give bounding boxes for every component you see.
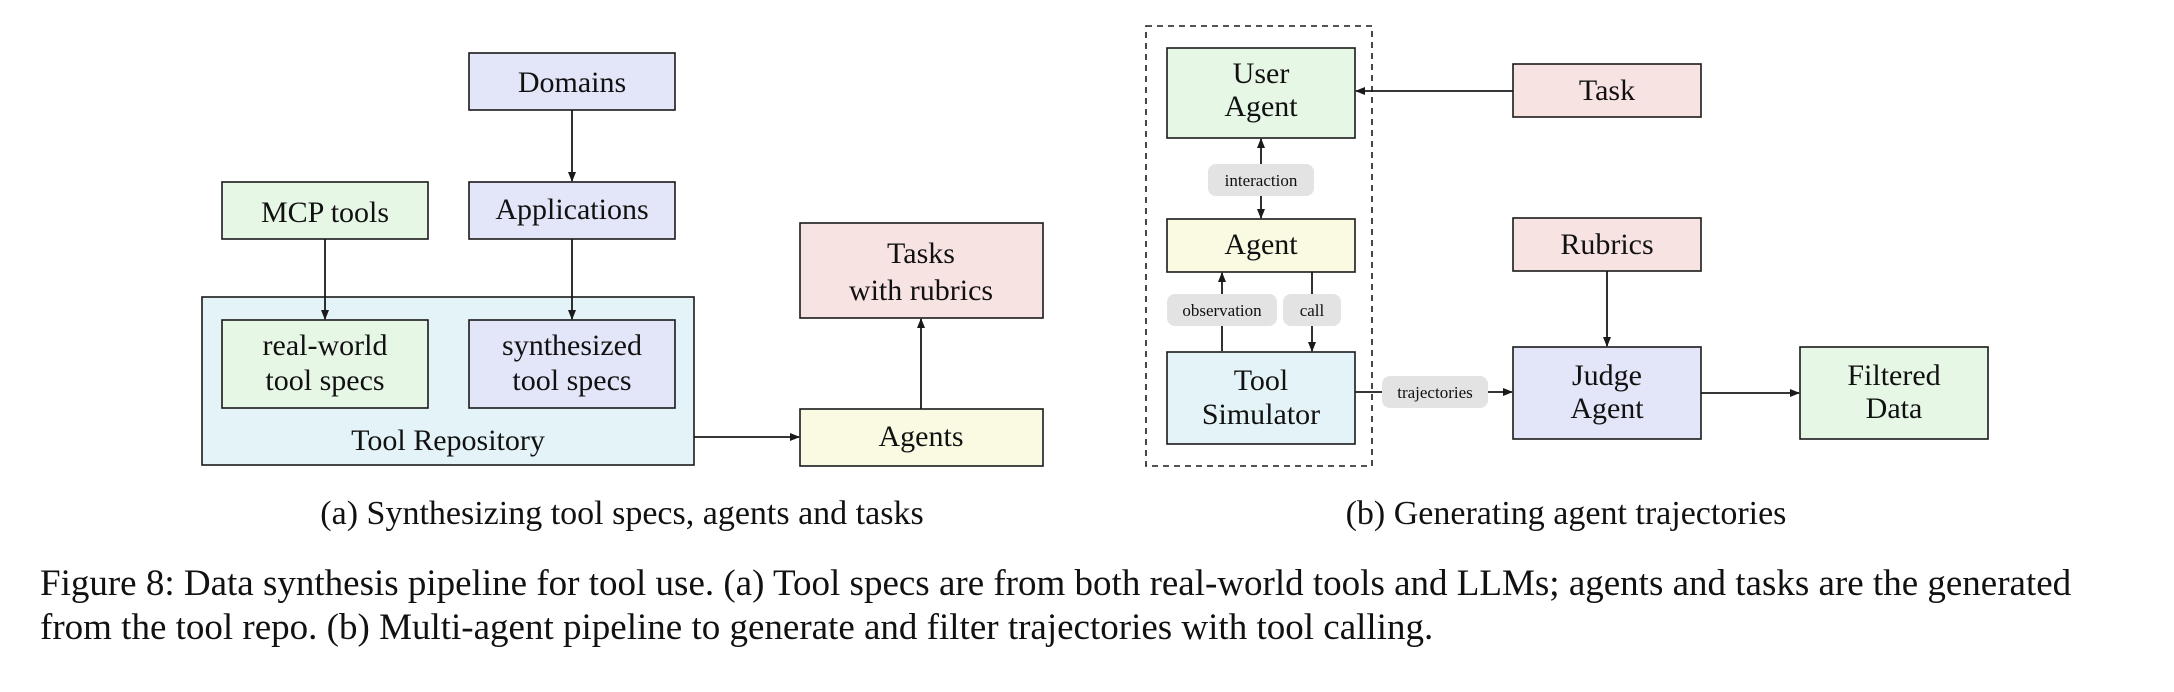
agent-box [1166, 218, 1356, 273]
interaction-label: interaction [1225, 171, 1298, 190]
agents-label: Agents [879, 420, 964, 453]
panel-a: Tool Repository Domains Applications MCP… [201, 52, 1044, 532]
real-world-specs-box [221, 319, 429, 409]
filtered-data-line2: Data [1866, 392, 1923, 425]
filtered-data-line1: Filtered [1847, 359, 1940, 392]
tasks-rubrics-line1: Tasks [887, 237, 955, 270]
trajectories-label: trajectories [1397, 383, 1473, 402]
trajectories-label-pill [1382, 376, 1488, 408]
rubrics-label: Rubrics [1560, 228, 1653, 261]
domains-box [468, 52, 676, 111]
synthesized-specs-box [468, 319, 676, 409]
call-label: call [1300, 301, 1325, 320]
panel-b-caption: (b) Generating agent trajectories [1346, 495, 1787, 532]
panel-a-caption: (a) Synthesizing tool specs, agents and … [320, 495, 923, 532]
figure-caption: Figure 8: Data synthesis pipeline for to… [40, 563, 2072, 648]
domains-label: Domains [518, 66, 626, 99]
observation-label: observation [1182, 301, 1262, 320]
synthesized-specs-line2: tool specs [512, 364, 631, 397]
task-box [1512, 63, 1702, 118]
pipeline-diagram: Tool Repository Domains Applications MCP… [201, 25, 1989, 532]
judge-agent-box [1512, 346, 1702, 440]
applications-label: Applications [495, 193, 648, 226]
interaction-label-pill [1208, 164, 1314, 196]
simulation-group-boundary [1145, 25, 1373, 467]
agent-label: Agent [1224, 228, 1298, 261]
judge-agent-line2: Agent [1570, 392, 1644, 425]
agents-box [799, 408, 1044, 467]
panel-b: User Agent Agent Tool Simulator Task Rub… [1145, 25, 1989, 532]
tool-simulator-box [1166, 351, 1356, 445]
synthesized-specs-line1: synthesized [502, 329, 642, 362]
mcp-tools-box [221, 181, 429, 240]
filtered-data-box [1799, 346, 1989, 440]
observation-label-pill [1167, 294, 1277, 326]
judge-agent-line1: Judge [1572, 359, 1642, 392]
task-label: Task [1579, 74, 1635, 107]
tool-repository-label: Tool Repository [351, 424, 545, 457]
tool-simulator-line2: Simulator [1202, 398, 1320, 431]
mcp-tools-label: MCP tools [261, 196, 389, 229]
user-agent-line2: Agent [1224, 90, 1298, 123]
call-label-pill [1283, 294, 1341, 326]
applications-box [468, 181, 676, 240]
rubrics-box [1512, 217, 1702, 272]
tool-simulator-line1: Tool [1234, 364, 1289, 397]
user-agent-line1: User [1233, 57, 1290, 90]
real-world-specs-line2: tool specs [265, 364, 384, 397]
real-world-specs-line1: real-world [263, 329, 388, 362]
tasks-rubrics-line2: with rubrics [849, 274, 993, 307]
